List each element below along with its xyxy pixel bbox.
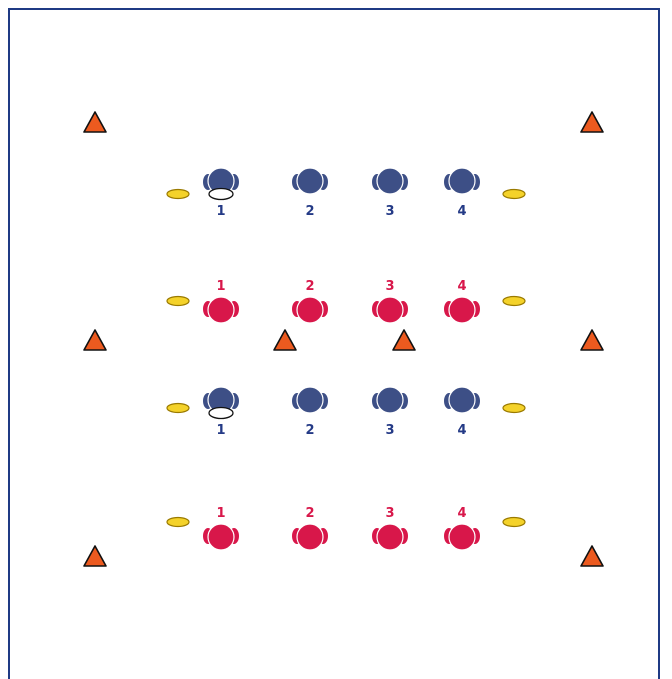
player-number-label: 3 bbox=[385, 204, 394, 219]
red-player-4: 4 bbox=[444, 506, 480, 551]
blue-player-4: 4 bbox=[444, 167, 480, 219]
player-number-label: 1 bbox=[216, 204, 225, 219]
player-icon bbox=[296, 296, 324, 324]
blue-player-4: 4 bbox=[444, 386, 480, 438]
marker-disc-icon bbox=[502, 188, 526, 200]
player-icon bbox=[376, 167, 404, 195]
red-player-4: 4 bbox=[444, 279, 480, 324]
red-player-2: 2 bbox=[292, 506, 328, 551]
player-icon bbox=[448, 386, 476, 414]
player-icon bbox=[296, 523, 324, 551]
cone-icon bbox=[83, 545, 107, 567]
marker-disc-icon bbox=[502, 516, 526, 528]
player-icon bbox=[448, 296, 476, 324]
player-number-label: 4 bbox=[457, 204, 466, 219]
blue-player-1: 1 bbox=[203, 386, 239, 438]
marker-disc-icon bbox=[166, 402, 190, 414]
red-player-3: 3 bbox=[372, 506, 408, 551]
cone-icon bbox=[273, 329, 297, 351]
player-icon bbox=[207, 296, 235, 324]
cone-icon bbox=[83, 111, 107, 133]
player-number-label: 2 bbox=[305, 423, 314, 438]
player-number-label: 3 bbox=[385, 506, 394, 521]
marker-disc-icon bbox=[166, 516, 190, 528]
player-number-label: 2 bbox=[305, 204, 314, 219]
cone-icon bbox=[580, 329, 604, 351]
red-player-2: 2 bbox=[292, 279, 328, 324]
cone-icon bbox=[83, 329, 107, 351]
blue-player-3: 3 bbox=[372, 167, 408, 219]
player-icon bbox=[448, 523, 476, 551]
red-player-1: 1 bbox=[203, 506, 239, 551]
player-icon bbox=[448, 167, 476, 195]
marker-disc-icon bbox=[166, 188, 190, 200]
player-number-label: 3 bbox=[385, 423, 394, 438]
player-icon bbox=[207, 523, 235, 551]
marker-disc-icon bbox=[166, 295, 190, 307]
player-icon bbox=[376, 296, 404, 324]
player-number-label: 1 bbox=[216, 506, 225, 521]
red-player-1: 1 bbox=[203, 279, 239, 324]
blue-player-1: 1 bbox=[203, 167, 239, 219]
ball-icon bbox=[208, 187, 234, 201]
cone-icon bbox=[580, 111, 604, 133]
player-number-label: 2 bbox=[305, 279, 314, 294]
blue-player-2: 2 bbox=[292, 167, 328, 219]
cone-icon bbox=[580, 545, 604, 567]
marker-disc-icon bbox=[502, 295, 526, 307]
marker-disc-icon bbox=[502, 402, 526, 414]
player-icon bbox=[376, 523, 404, 551]
player-number-label: 2 bbox=[305, 506, 314, 521]
red-player-3: 3 bbox=[372, 279, 408, 324]
player-number-label: 1 bbox=[216, 279, 225, 294]
blue-player-2: 2 bbox=[292, 386, 328, 438]
player-number-label: 3 bbox=[385, 279, 394, 294]
blue-player-3: 3 bbox=[372, 386, 408, 438]
player-number-label: 1 bbox=[216, 423, 225, 438]
player-number-label: 4 bbox=[457, 506, 466, 521]
ball-icon bbox=[208, 406, 234, 420]
player-number-label: 4 bbox=[457, 423, 466, 438]
player-icon bbox=[376, 386, 404, 414]
player-number-label: 4 bbox=[457, 279, 466, 294]
player-icon bbox=[296, 386, 324, 414]
player-icon bbox=[296, 167, 324, 195]
cone-icon bbox=[392, 329, 416, 351]
field-boundary bbox=[8, 8, 660, 679]
